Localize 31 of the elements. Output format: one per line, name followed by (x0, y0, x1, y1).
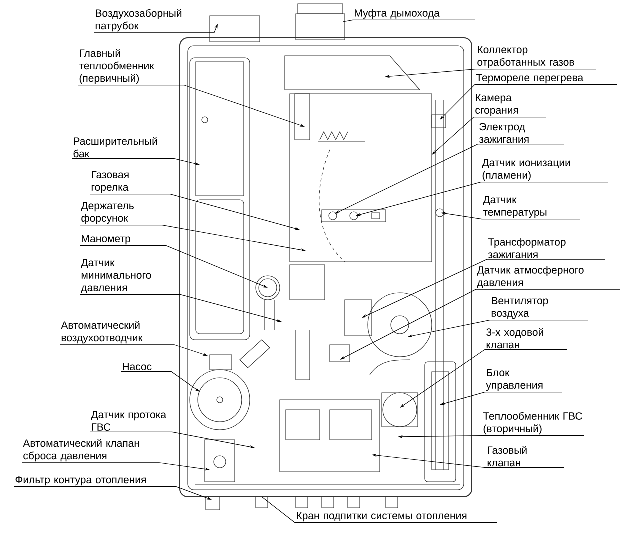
part-label: Муфта дымохода (355, 9, 440, 19)
part-label: Воздухозаборный патрубок (96, 9, 182, 32)
part-label: Датчик ионизации (пламени) (482, 159, 570, 182)
part-label: Газовая горелка (92, 171, 129, 194)
part-label: Автоматический клапан сброса давления (23, 439, 140, 462)
part-label: Трансформатор зажигания (488, 238, 566, 258)
leader-line (432, 117, 547, 155)
part-label: Датчик атмосферного давления (477, 266, 584, 288)
part-label: Датчик протока ГВС (91, 411, 166, 432)
part-label: Главный теплообменник (первичный) (79, 49, 154, 84)
leader-line (440, 84, 618, 120)
part-label: Датчик температуры (483, 196, 547, 218)
part-label: Камера сгорания (476, 94, 518, 116)
part-label: Вентилятор воздуха (492, 297, 548, 320)
part-label: Насос (123, 363, 152, 371)
part-label: Блок управления (486, 369, 543, 392)
part-label: Автоматический воздухоотводчик (61, 321, 143, 344)
leader-line (342, 20, 476, 22)
leader-line (262, 496, 498, 524)
part-label: Кран подпитки системы отопления (297, 512, 467, 522)
part-label: Расширительный бак (74, 137, 158, 158)
part-label: Коллектор отработанных газов (478, 46, 574, 68)
part-label: Фильтр контура отопления (16, 476, 146, 486)
part-label: Газовый клапан (488, 446, 527, 467)
part-label: 3-х ходовой клапан (486, 328, 544, 349)
part-label: Датчик минимального давления (81, 259, 152, 294)
part-label: Электрод зажигания (479, 123, 529, 144)
part-label: Манометр (82, 235, 130, 245)
part-label: Теплообменник ГВС (вторичный) (483, 412, 582, 435)
part-label: Термореле перегрева (476, 74, 584, 84)
part-label: Держатель форсунок (81, 202, 134, 224)
